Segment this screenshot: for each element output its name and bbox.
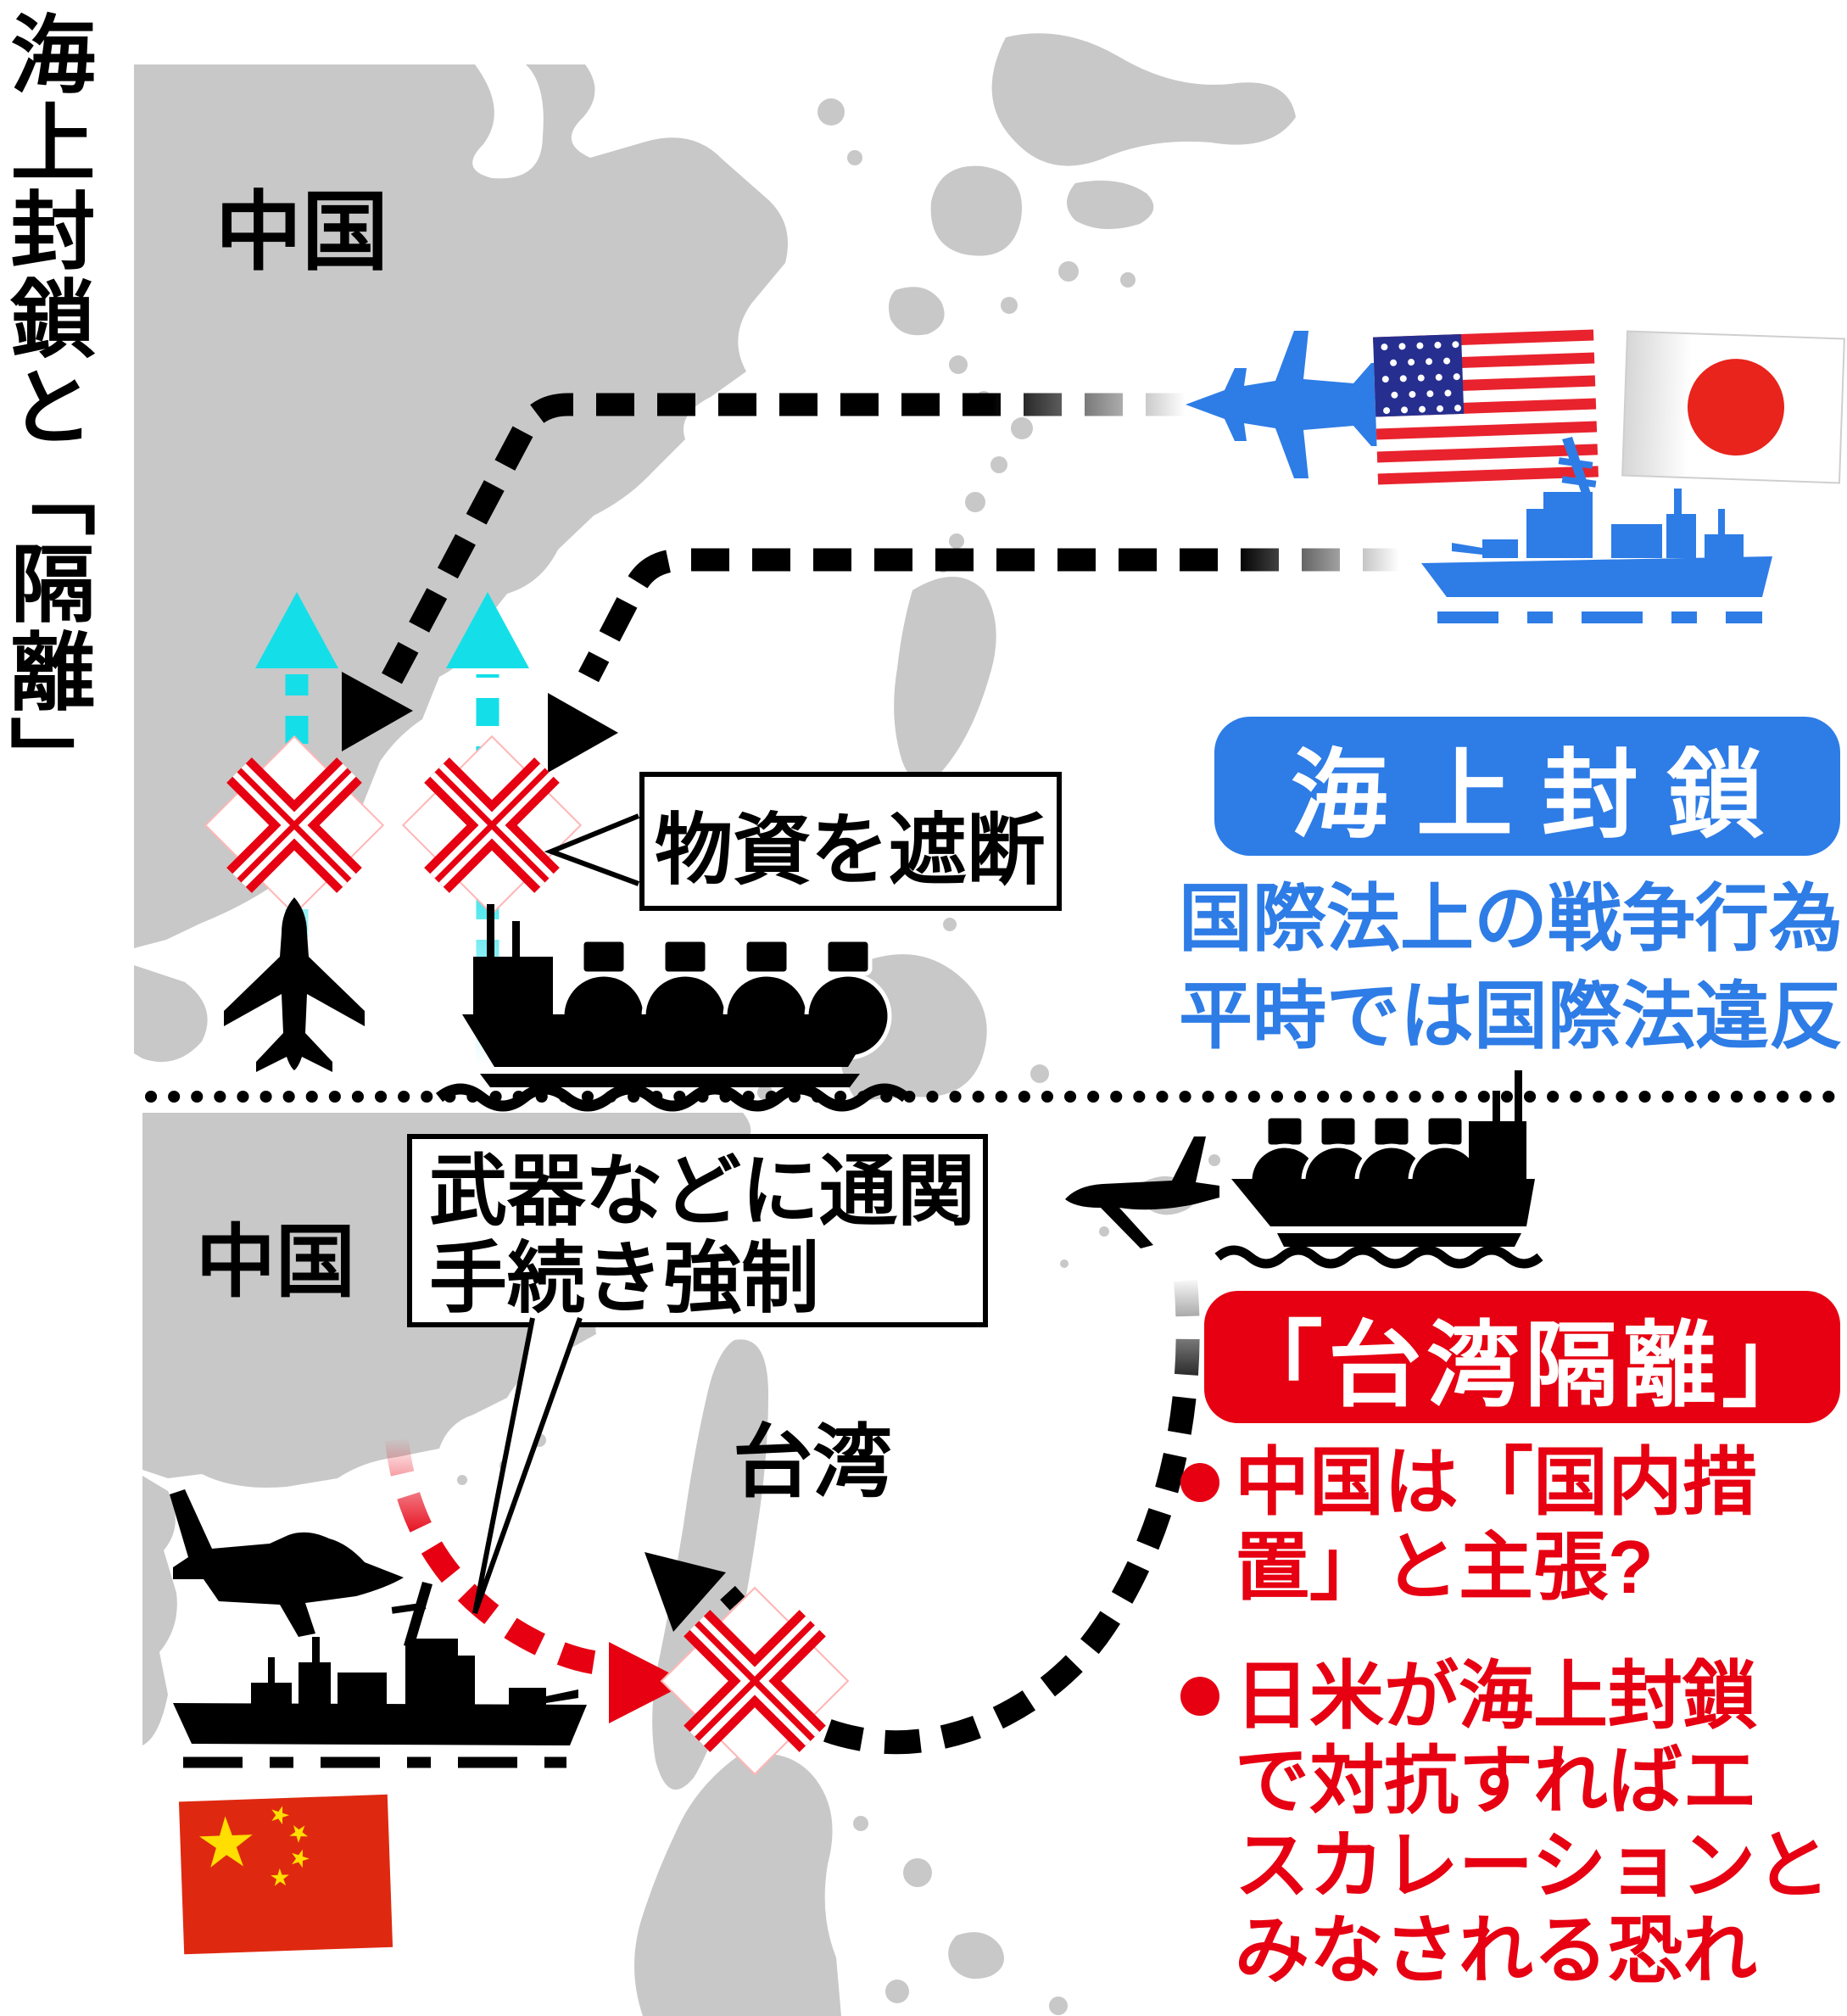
to-taiwan-arrowhead-icon <box>644 1552 726 1632</box>
bullet2-line1: 日米が海上封鎖 <box>1235 1654 1758 1738</box>
callout-customs-text: 武器などに通関 手続き強制 <box>429 1148 975 1323</box>
bullet2-line3: スカレーションと <box>1235 1823 1831 1907</box>
bullet-dot-icon <box>1180 1677 1219 1716</box>
supply-arrow-air-head-icon <box>255 592 338 668</box>
bullet-item-domestic-measure: 中国は「国内措 置」と主張? <box>1180 1440 1847 1610</box>
label-taiwan: 台湾 <box>733 1417 893 1506</box>
map-bohai-bay <box>472 64 544 179</box>
diversion-route-dashed <box>772 1279 1200 1755</box>
badge-maritime-blockade-label: 海上封鎖 <box>1290 741 1793 850</box>
map-japan-shikoku <box>1067 180 1154 230</box>
map-taiwan-top <box>894 577 996 782</box>
supply-lng-tanker-icon <box>435 904 910 1112</box>
map-hainan-top <box>134 965 208 1063</box>
callout-box-supplies <box>639 772 1062 911</box>
map-japan-kyushu <box>930 165 1023 256</box>
blockade-route-sea-dashed <box>578 548 1401 683</box>
callout-box-customs <box>407 1134 988 1327</box>
china-fighter-jet-icon <box>170 1489 404 1637</box>
supply-arrow-sea-head-icon <box>446 592 529 668</box>
bullet1-line2: 置」と主張? <box>1235 1525 1654 1609</box>
map-japan-honshu <box>991 33 1296 166</box>
label-china-bottom: 中国 <box>196 1217 356 1306</box>
us-flag-icon <box>1373 329 1599 485</box>
supply-airliner-icon <box>224 897 365 1072</box>
callout-customs-line2: 手続き強制 <box>429 1236 820 1322</box>
blockade-route-air-dashed <box>382 393 1184 684</box>
label-china-top: 中国 <box>215 184 388 281</box>
map-vietnam-coast <box>142 1476 177 1745</box>
blockade-description-line2: 平時では国際法違反 <box>1179 975 1843 1058</box>
callout-customs-line1: 武器などに通関 <box>429 1148 976 1235</box>
bullet-item-escalation-risk: 日米が海上封鎖 で対抗すればエ スカレーションと みなされる恐れ <box>1180 1654 1847 1993</box>
map-luzon-bottom <box>634 1753 841 2016</box>
china-intercept-route-dashed <box>385 1438 596 1674</box>
badge-maritime-blockade: 海上封鎖 <box>1214 717 1840 856</box>
china-destroyer-icon <box>173 1582 587 1768</box>
blockade-arrowhead-1-icon <box>342 672 413 751</box>
japan-flag-icon <box>1621 330 1845 484</box>
blockade-description-line1: 国際法上の戦争行為 <box>1179 878 1843 960</box>
us-japan-fighter-jet-icon <box>1186 331 1399 478</box>
us-japan-destroyer-icon <box>1421 437 1772 623</box>
cargo-lng-tanker-icon <box>1214 1070 1543 1269</box>
page-title: 海上封鎖と「隔離」 <box>0 10 92 804</box>
callout-supplies-text: 物資を遮断 <box>655 807 1046 894</box>
badge-taiwan-quarantine-label: 「台湾隔離」 <box>1230 1314 1820 1418</box>
blockade-description: 国際法上の戦争行為 平時では国際法違反 <box>1179 870 1847 1065</box>
callout-pointer-customs <box>472 1316 583 1615</box>
badge-taiwan-quarantine: 「台湾隔離」 <box>1204 1291 1840 1423</box>
blockade-arrowhead-2-icon <box>548 693 618 773</box>
china-flag-icon <box>178 1794 393 1955</box>
bullet2-line2: で対抗すればエ <box>1235 1739 1758 1823</box>
callout-pointer-supplies <box>544 813 640 886</box>
quarantine-bullet-list: 中国は「国内措 置」と主張? 日米が海上封鎖 で対抗すればエ スカレーションと … <box>1180 1440 1847 1993</box>
china-intercept-arrowhead-icon <box>609 1642 689 1723</box>
bullet-dot-icon <box>1180 1463 1219 1502</box>
cargo-airliner-icon <box>1065 1136 1219 1248</box>
bullet1-line1: 中国は「国内措 <box>1235 1440 1758 1524</box>
bullet2-line4: みなされる恐れ <box>1235 1908 1758 1992</box>
